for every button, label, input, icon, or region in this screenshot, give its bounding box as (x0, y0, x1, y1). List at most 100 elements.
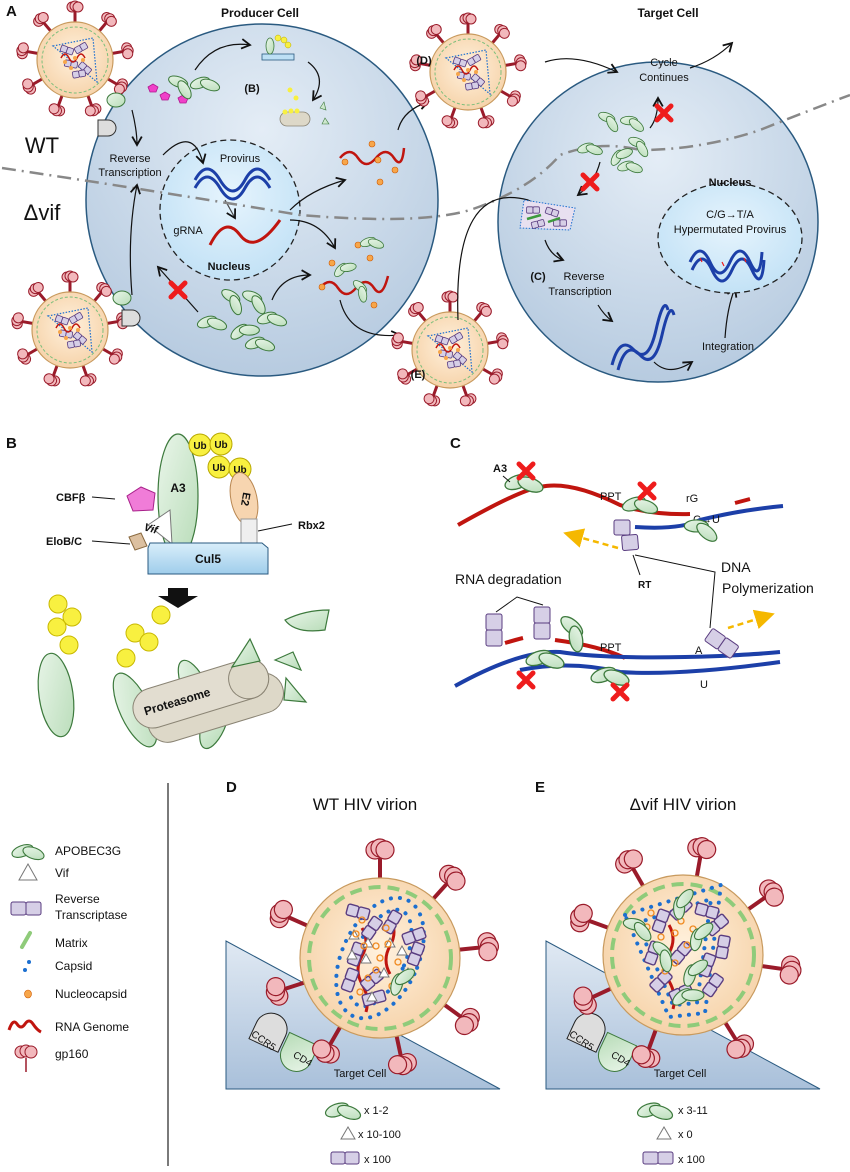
legend-item: Vif (18, 862, 69, 881)
capsid-icon (27, 960, 31, 964)
legend-item: Matrix (20, 931, 88, 950)
a3-label: A3 (493, 463, 507, 475)
producer-cell-title: Producer Cell (221, 6, 299, 20)
legend-label: Nucleocapsid (55, 987, 127, 1001)
nucleocapsid-icon (24, 989, 32, 999)
polymerization-direction-arrow (563, 528, 619, 550)
legend-item: Reverse Transcriptase (10, 892, 128, 922)
cbfb-protein (126, 486, 156, 512)
legend-label: gp160 (55, 1047, 89, 1061)
hypermutated-provirus-icon (688, 249, 766, 283)
legend-label: Transcriptase (55, 908, 128, 922)
cul5-label: Cul5 (195, 552, 221, 566)
grna-label: gRNA (173, 225, 203, 237)
panel-e-letter: E (535, 779, 545, 796)
panel-a-letter: A (6, 3, 17, 20)
rt-label-line1: Reverse (110, 153, 151, 165)
dvif-label: Δvif (24, 200, 62, 225)
panel-d: D WT HIV virion Target Cell CCR5 CD4 (225, 779, 502, 1166)
rt-enzyme (613, 519, 640, 552)
panel-e-title: Δvif HIV virion (630, 795, 737, 814)
panel-b: B A3 Ub Ub Ub Ub E2 Rbx2 Vif CBFβ EloB/C… (6, 432, 330, 750)
e3-complex-icon (261, 34, 295, 61)
cbfb-label: CBFβ (56, 492, 86, 504)
dna-polymerization-line1: DNA (721, 559, 751, 575)
integration-label: Integration (702, 341, 754, 353)
rt-label: RT (638, 580, 651, 591)
target-cell-label: Target Cell (654, 1068, 707, 1080)
rt-enzyme (485, 606, 551, 647)
legend-label: APOBEC3G (55, 844, 121, 858)
count-vif: x 10-100 (358, 1129, 401, 1141)
legend-item: APOBEC3G (9, 841, 121, 863)
panel-b-letter: B (6, 435, 17, 452)
panel-d-title: WT HIV virion (313, 795, 418, 814)
dna-strand-bottom-upper (454, 649, 781, 688)
elobc-protein (128, 532, 148, 551)
legend-label: Matrix (55, 936, 88, 950)
polymerization-direction-arrow (727, 609, 775, 630)
panel-c-letter: C (450, 435, 461, 452)
target-cell-label: Target Cell (334, 1068, 387, 1080)
rna-genome-icon (7, 1019, 42, 1034)
step-c-label: (C) (530, 271, 546, 283)
nucleus-label: Nucleus (208, 261, 251, 273)
rbx2-label: Rbx2 (298, 520, 325, 532)
rg-label: rG (686, 493, 698, 505)
a3-label: A3 (170, 481, 186, 495)
vif-label: Vif (143, 522, 161, 537)
a-label: A (695, 645, 703, 657)
ccr5-receptor (566, 1012, 606, 1053)
panel-e: E Δvif HIV virion Target Cell CCR5 CD4 (535, 779, 821, 1166)
capsid-inner (346, 907, 414, 1009)
proteasome-small-icon (279, 87, 330, 127)
rna-degradation-label: RNA degradation (455, 571, 562, 587)
capsid-outer (622, 882, 724, 1020)
count-rt: x 100 (364, 1154, 391, 1166)
cd4-receptor (279, 1031, 320, 1072)
u-label: U (700, 679, 708, 691)
legend-item: Nucleocapsid (24, 987, 127, 1001)
target-cell (497, 61, 819, 383)
e2-label: E2 (238, 491, 252, 506)
apobec3g-icon (9, 841, 47, 863)
ppt-top-label: PPT (600, 491, 622, 503)
target-cell-title: Target Cell (637, 6, 698, 20)
reverse-transcriptase-icon (642, 1151, 674, 1165)
panel-d-letter: D (226, 779, 237, 796)
hypermutated-label: Hypermutated Provirus (674, 224, 787, 236)
legend-label: Reverse (55, 892, 100, 906)
count-rt: x 100 (678, 1154, 705, 1166)
cd4-receptor-icon (106, 92, 126, 108)
cul5-protein (147, 542, 269, 575)
cycle-continues-line2: Continues (639, 72, 689, 84)
dna-polymerization-line2: Polymerization (722, 580, 814, 596)
inhibition-cross-icon (519, 673, 533, 687)
legend-label: Capsid (55, 959, 92, 973)
apobec3g-icon (635, 1099, 675, 1123)
assembly-complex-dvif (318, 235, 390, 309)
count-vif: x 0 (678, 1129, 693, 1141)
reverse-transcriptase-icon (10, 901, 27, 916)
gp160-icon (14, 1044, 38, 1072)
ub-label: Ub (214, 440, 227, 451)
down-arrow-icon (158, 588, 198, 608)
target-rt-line2: Transcription (548, 286, 611, 298)
vif-protein (147, 509, 173, 546)
provirus-dna-icon (193, 167, 272, 201)
inhibition-cross-icon (640, 484, 654, 498)
panel-a: A Producer Cell Target Cell Provirus gRN… (1, 1, 850, 408)
ub-label: Ub (193, 441, 206, 452)
reverse-transcriptase-icon (330, 1151, 360, 1165)
ccr5-receptor-icon (97, 119, 117, 137)
cycle-continues-line1: Cycle (650, 57, 678, 69)
ccr5-receptor (248, 1012, 288, 1053)
panel-c: C A3 PPT rG C→U RT DNA Polymerization RN… (450, 435, 814, 699)
inhibition-cross-icon (613, 685, 627, 699)
elobc-label: EloB/C (46, 536, 82, 548)
vif-icon (340, 1126, 356, 1140)
legend-item: RNA Genome (7, 1019, 129, 1034)
wt-virion (260, 837, 502, 1080)
dvif-budded-virion (391, 291, 510, 408)
